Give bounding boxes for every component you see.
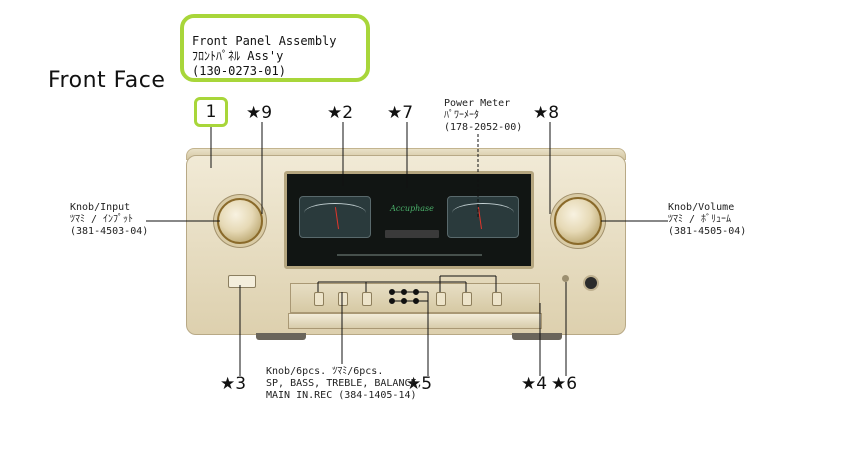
indicator-strip — [337, 254, 482, 256]
knob-input-label: Knob/Input ﾂﾏﾐ / ｲﾝﾌﾟｯﾄ (381-4503-04) — [70, 202, 148, 238]
power-button[interactable] — [228, 275, 256, 288]
bass-knob[interactable] — [338, 292, 348, 306]
power-meter-left — [299, 196, 371, 238]
callout-star-2: ★2 — [327, 103, 354, 123]
assembly-part-number: (130-0273-01) — [192, 64, 286, 78]
sub-panel-lip — [288, 313, 542, 329]
callout-star-8: ★8 — [533, 103, 560, 123]
callout-star-6: ★6 — [551, 374, 578, 394]
knob-volume-part-number: (381-4505-04) — [668, 226, 747, 237]
meter-window: Accuphase — [284, 171, 534, 269]
amplifier-foot-left — [256, 333, 306, 340]
knob-input-part-number: (381-4503-04) — [70, 226, 149, 237]
phones-jack — [583, 275, 599, 291]
dot-5c — [413, 289, 419, 295]
assembly-title-jp: ﾌﾛﾝﾄﾊﾟﾈﾙ Ass'y — [192, 49, 284, 63]
callout-star-5: ★5 — [406, 374, 433, 394]
power-meter-name-jp: ﾊﾟﾜｰﾒｰﾀ — [444, 110, 479, 121]
power-meter-part-number: (178-2052-00) — [444, 122, 523, 133]
main-in-knob[interactable] — [462, 292, 472, 306]
knob-volume-name-jp: ﾂﾏﾐ / ﾎﾞﾘｭｰﾑ — [668, 214, 732, 225]
dot-5f — [413, 298, 419, 304]
knob-input-name: Knob/Input — [70, 202, 131, 213]
page-heading: Front Face — [48, 68, 166, 93]
input-knob[interactable] — [217, 198, 263, 244]
dot-5a — [389, 289, 395, 295]
brand-logo: Accuphase — [390, 204, 434, 213]
power-meter-label: Power Meter ﾊﾟﾜｰﾒｰﾀ (178-2052-00) — [444, 98, 522, 134]
dot-5d — [389, 298, 395, 304]
knob-volume-name: Knob/Volume — [668, 202, 735, 213]
callout-star-4: ★4 — [521, 374, 548, 394]
knob-6pcs-list: SP, BASS, TREBLE, BALANCE, — [266, 378, 423, 389]
meter-scale-left — [304, 203, 366, 223]
knob-6pcs-part-number: MAIN IN.REC (384-1405-14) — [266, 390, 417, 401]
display-buttons — [385, 230, 439, 238]
power-meter-right — [447, 196, 519, 238]
power-meter-name: Power Meter — [444, 98, 511, 109]
assembly-title: Front Panel Assembly — [192, 34, 337, 48]
amplifier-foot-right — [512, 333, 562, 340]
rec-knob[interactable] — [492, 292, 502, 306]
dot-5b — [401, 289, 407, 295]
callout-star-3: ★3 — [220, 374, 247, 394]
knob-6pcs-name: Knob/6pcs. ﾂﾏﾐ/6pcs. — [266, 366, 384, 377]
callout-star-7: ★7 — [387, 103, 414, 123]
callout-badge-1: 1 — [194, 97, 228, 127]
meter-scale-right — [452, 203, 514, 223]
volume-knob[interactable] — [554, 197, 602, 245]
callout-star-9: ★9 — [246, 103, 273, 123]
balance-knob[interactable] — [436, 292, 446, 306]
dot-5e — [401, 298, 407, 304]
knob-input-name-jp: ﾂﾏﾐ / ｲﾝﾌﾟｯﾄ — [70, 214, 134, 225]
attenuator-button[interactable] — [562, 275, 569, 282]
knob-6pcs-label: Knob/6pcs. ﾂﾏﾐ/6pcs. SP, BASS, TREBLE, B… — [266, 366, 423, 402]
sp-knob[interactable] — [314, 292, 324, 306]
assembly-label-box: Front Panel Assembly ﾌﾛﾝﾄﾊﾟﾈﾙ Ass'y (130… — [180, 14, 370, 82]
knob-volume-label: Knob/Volume ﾂﾏﾐ / ﾎﾞﾘｭｰﾑ (381-4505-04) — [668, 202, 746, 238]
treble-knob[interactable] — [362, 292, 372, 306]
